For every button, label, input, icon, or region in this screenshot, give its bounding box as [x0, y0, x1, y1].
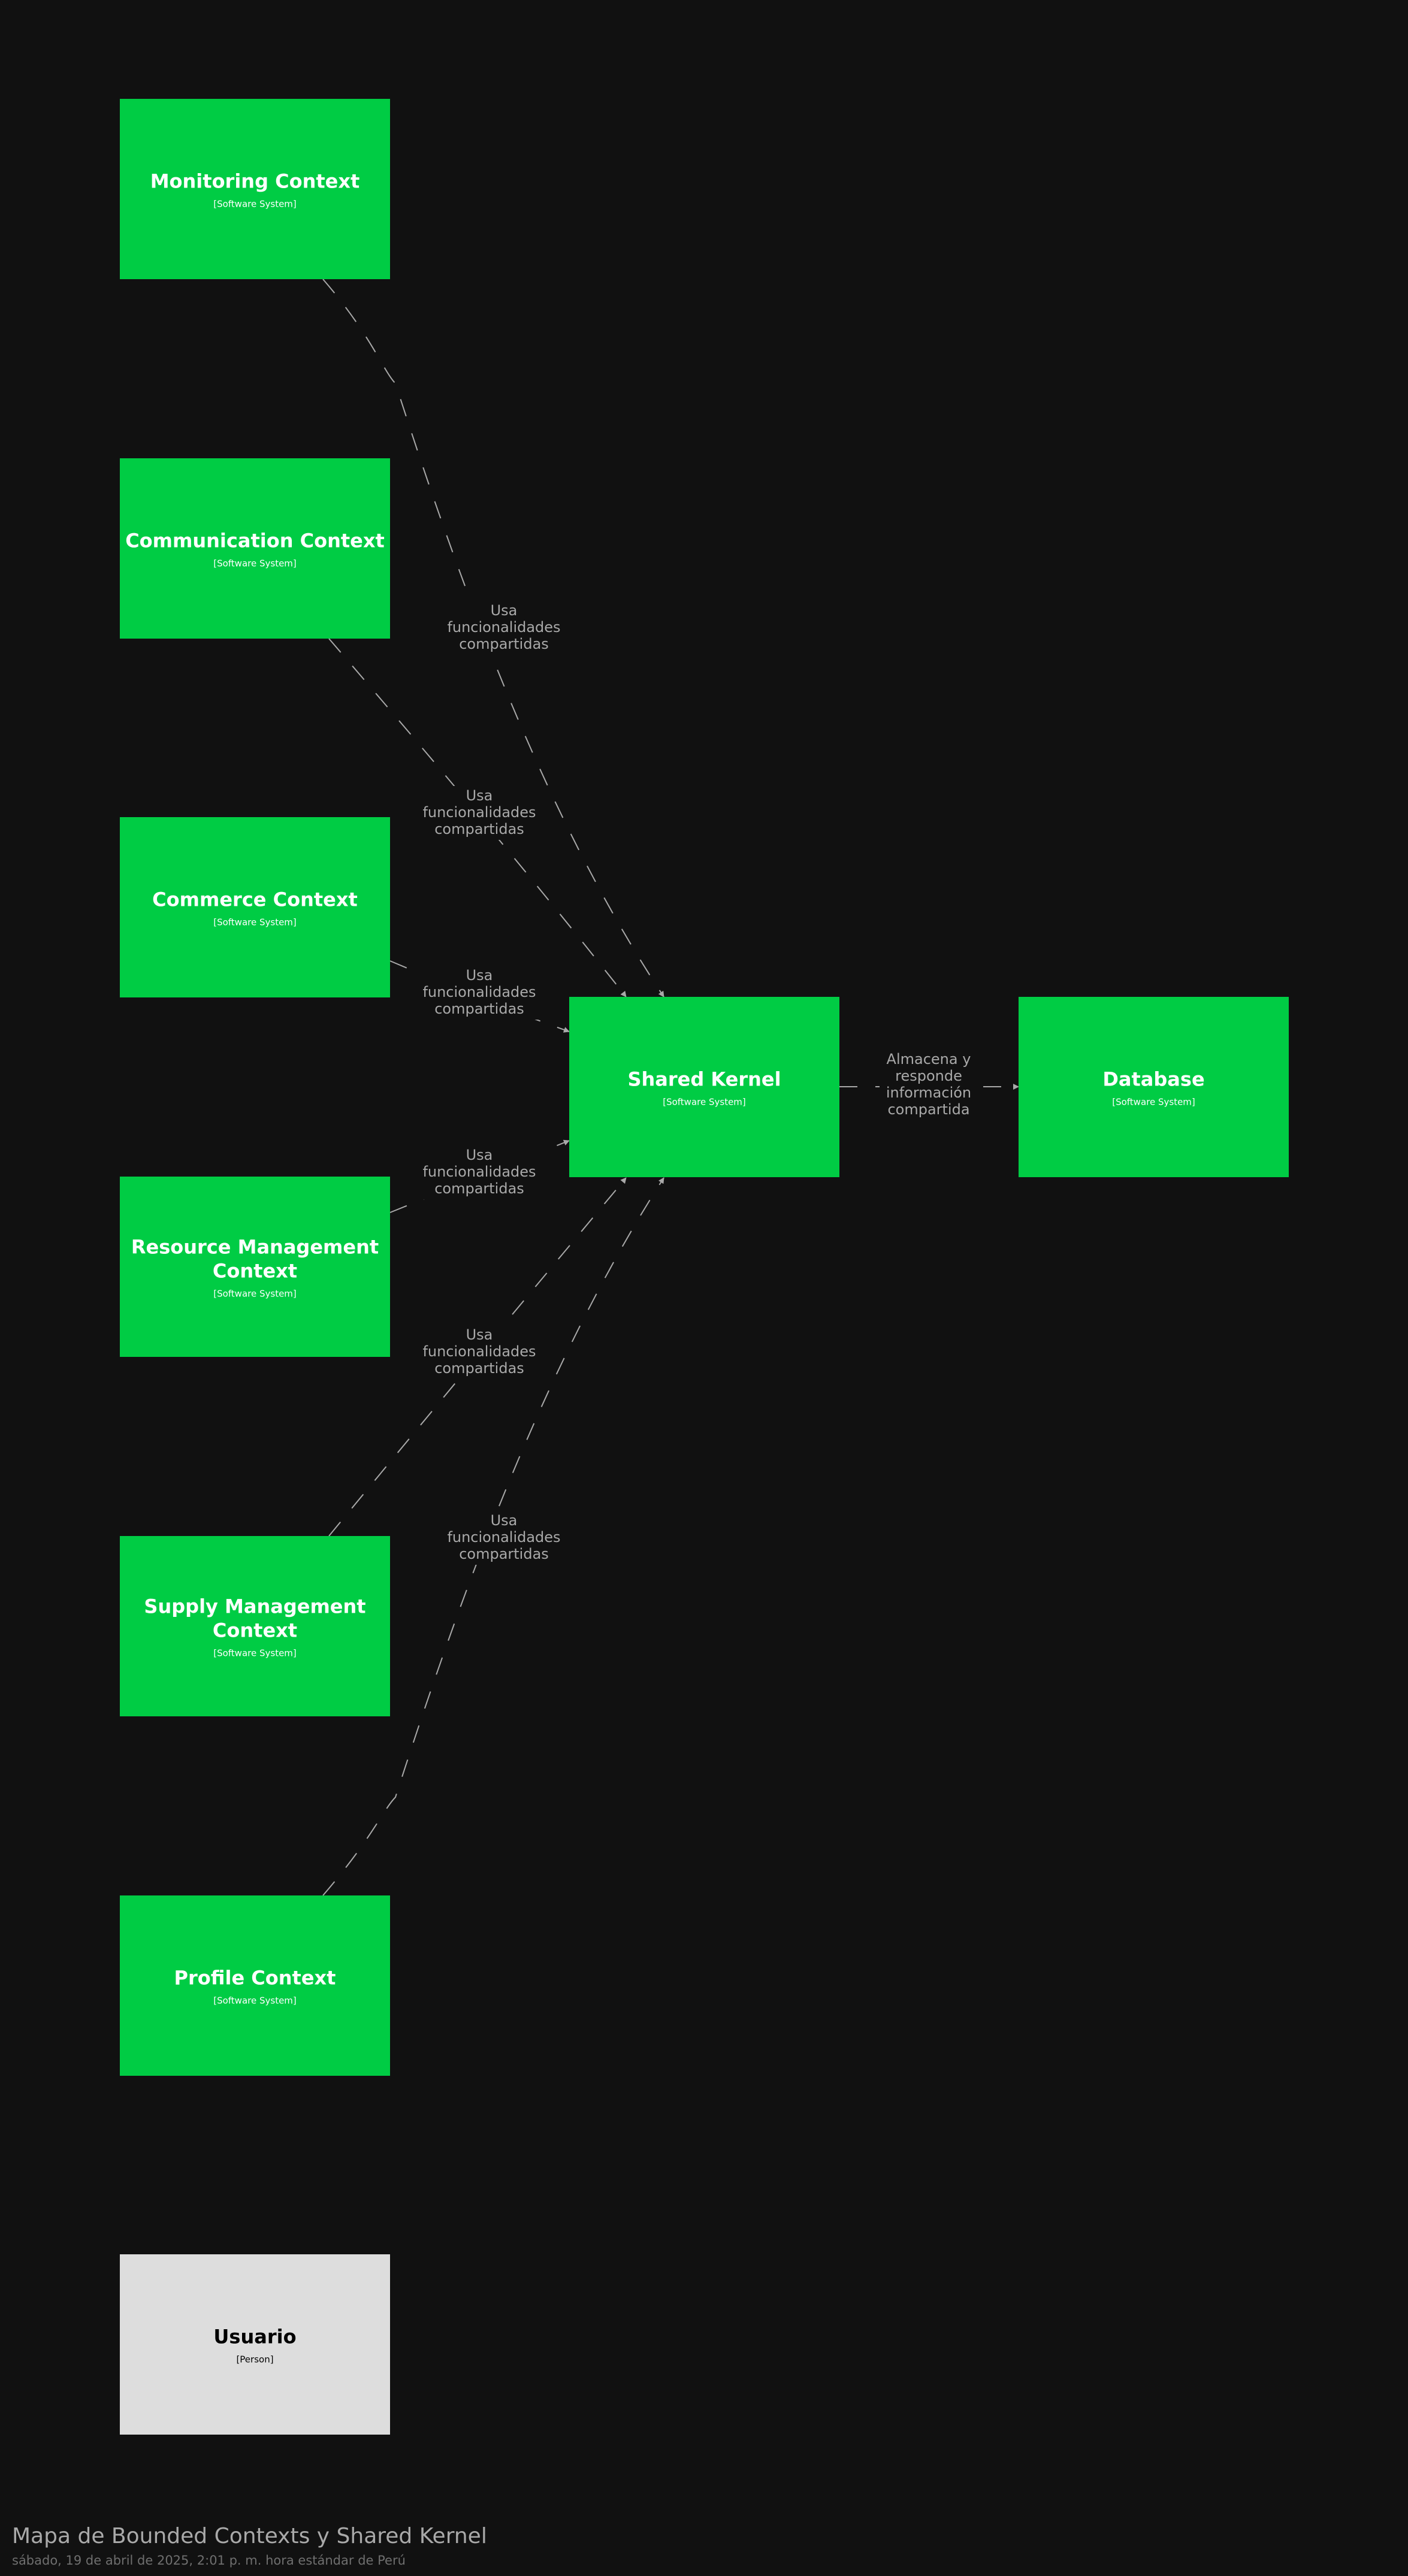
software-system-profile[interactable]: Profile Context [Software System]: [120, 1895, 390, 2076]
element-type: [Software System]: [213, 1648, 297, 1659]
element-name-line: Database: [1102, 1068, 1204, 1091]
relationship-label-line: funcionalidades: [447, 619, 560, 636]
element-box: [120, 817, 390, 997]
element-name-line: Communication Context: [125, 530, 385, 552]
element-type: [Software System]: [213, 1289, 297, 1299]
element-type: [Software System]: [1112, 1097, 1195, 1108]
person-usuario[interactable]: Usuario [Person]: [120, 2254, 390, 2435]
element-name-line: Monitoring Context: [150, 170, 360, 193]
element-type: [Software System]: [663, 1097, 746, 1108]
relationship-label-background: [413, 786, 545, 840]
relationship-label-line: Almacena y: [887, 1051, 971, 1068]
relationship-label-line: compartidas: [459, 1546, 549, 1562]
relationship-label-line: compartidas: [434, 1360, 524, 1377]
element-name: Profile Context: [174, 1967, 336, 1990]
relationship-label-background: [438, 1511, 570, 1565]
diagram-subtitle: sábado, 19 de abril de 2025, 2:01 p. m. …: [12, 2553, 406, 2568]
element-box: [569, 997, 839, 1177]
element-name: Usuario: [213, 2326, 296, 2348]
relationship-label-line: Usa: [491, 1512, 518, 1529]
element-name: Database: [1102, 1068, 1204, 1091]
relationship-label-background: [438, 601, 570, 655]
software-system-database[interactable]: Database [Software System]: [1019, 997, 1289, 1177]
element-type: [Software System]: [213, 199, 297, 210]
relationship-label-line: Usa: [466, 1147, 493, 1163]
element-box: [120, 458, 390, 639]
relationship-profile-to-shared: [322, 1177, 664, 1896]
element-name: Monitoring Context: [150, 170, 360, 193]
element-box: [120, 1177, 390, 1357]
relationship-label-line: compartidas: [434, 1000, 524, 1017]
relationship-label-line: compartidas: [434, 821, 524, 837]
relationship-label-background: [880, 1050, 978, 1120]
element-name-line: Context: [213, 1260, 297, 1283]
relationship-label-background: [413, 966, 545, 1020]
element-name-line: Supply Management: [144, 1595, 365, 1618]
element-name-line: Usuario: [213, 2326, 296, 2348]
element-box: [120, 2254, 390, 2435]
element-box: [120, 99, 390, 279]
element-name-line: Commerce Context: [152, 888, 358, 911]
relationship-label-line: Usa: [466, 967, 493, 984]
relationship-label-line: funcionalidades: [422, 1163, 536, 1180]
elements-layer: Monitoring Context[Software System]Commu…: [120, 99, 1289, 2435]
relationship-monitoring-to-shared: [322, 279, 664, 997]
software-system-commerce[interactable]: Commerce Context [Software System]: [120, 817, 390, 997]
diagram-title: Mapa de Bounded Contexts y Shared Kernel: [12, 2524, 487, 2548]
element-name-line: Resource Management: [131, 1236, 379, 1259]
relationship-label-line: responde: [895, 1068, 962, 1084]
relationship-label-line: compartidas: [459, 636, 549, 652]
element-type: [Person]: [236, 2354, 273, 2365]
relationship-label-line: funcionalidades: [422, 1343, 536, 1360]
relationship-label-line: funcionalidades: [422, 984, 536, 1000]
software-system-monitoring[interactable]: Monitoring Context [Software System]: [120, 99, 390, 279]
relationship-label-line: información: [886, 1084, 971, 1101]
relationship-label-background: [413, 1145, 545, 1199]
element-name: Shared Kernel: [627, 1068, 781, 1091]
relationship-label-line: compartida: [887, 1101, 969, 1118]
relationship-label-line: Usa: [466, 1326, 493, 1343]
element-type: [Software System]: [213, 917, 297, 928]
relationship-label-line: Usa: [491, 602, 518, 619]
element-name-line: Shared Kernel: [627, 1068, 781, 1091]
element-type: [Software System]: [213, 558, 297, 569]
element-box: [1019, 997, 1289, 1177]
element-name: Communication Context: [125, 530, 385, 552]
element-box: [120, 1895, 390, 2076]
element-name-line: Context: [213, 1619, 297, 1642]
software-system-shared[interactable]: Shared Kernel [Software System]: [569, 997, 839, 1177]
relationship-label-line: Usa: [466, 787, 493, 804]
relationship-communication-to-shared: [328, 638, 627, 997]
element-type: [Software System]: [213, 1996, 297, 2006]
relationship-label-line: funcionalidades: [422, 804, 536, 821]
software-system-communication[interactable]: Communication Context [Software System]: [120, 458, 390, 639]
relationship-label-background: [413, 1325, 545, 1379]
relationship-label-line: compartidas: [434, 1180, 524, 1197]
element-name-line: Profile Context: [174, 1967, 336, 1990]
element-name: Commerce Context: [152, 888, 358, 911]
element-box: [120, 1536, 390, 1716]
relationship-label-line: funcionalidades: [447, 1529, 560, 1546]
